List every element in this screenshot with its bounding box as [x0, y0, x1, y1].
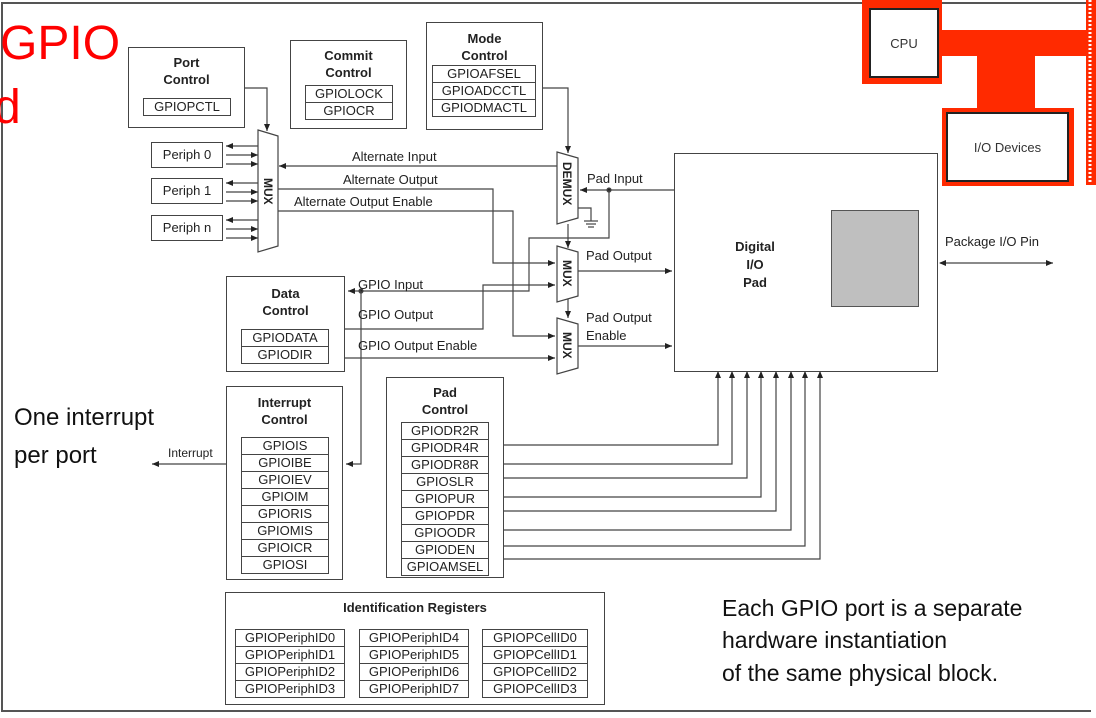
port-control-registers: GPIOPCTL [143, 98, 231, 116]
commit-control-title: Commit Control [324, 48, 373, 80]
pad-output-enable-label-2: Enable [586, 328, 627, 343]
pad-control-registers: GPIODR2R GPIODR4R GPIODR8R GPIOSLR GPIOP… [401, 422, 489, 576]
register: GPIOPeriphID6 [360, 664, 468, 681]
note-interrupt-line-2: per port [14, 442, 97, 469]
pad-title-line: Digital [735, 239, 775, 254]
register: GPIODIR [257, 347, 313, 362]
data-control-title: Data Control [262, 286, 309, 318]
io-devices-block: I/O Devices [946, 112, 1069, 182]
register: GPIODR8R [402, 457, 488, 474]
cpu-block: CPU [869, 8, 939, 78]
id-register-column-2: GPIOPeriphID4 GPIOPeriphID5 GPIOPeriphID… [359, 629, 469, 698]
register: GPIOPeriphID1 [236, 647, 344, 664]
register: GPIOPCellID1 [483, 647, 587, 664]
alternate-output-label: Alternate Output [343, 172, 438, 187]
demux-label: DEMUX [560, 162, 574, 205]
register: GPIOPeriphID2 [236, 664, 344, 681]
register: GPIOAFSEL [433, 66, 535, 83]
note-interrupt-line-1: One interrupt [14, 404, 155, 431]
register: GPIOSI [262, 557, 308, 572]
register: GPIOPeriphID0 [236, 630, 344, 647]
register: GPIOPeriphID4 [360, 630, 468, 647]
mode-control-block: Mode Control GPIOAFSEL GPIOADCCTL GPIODM… [426, 22, 543, 130]
register: GPIOIS [242, 438, 328, 455]
pad-output-mux-label: MUX [560, 260, 574, 287]
pad-input-label: Pad Input [587, 171, 643, 186]
id-register-column-3: GPIOPCellID0 GPIOPCellID1 GPIOPCellID2 G… [482, 629, 588, 698]
commit-control-registers: GPIOLOCK GPIOCR [305, 85, 393, 120]
slide-title-line-2: d [0, 81, 21, 134]
register: GPIORIS [242, 506, 328, 523]
pad-output-enable-label-1: Pad Output [586, 310, 652, 325]
interrupt-control-block: Interrupt Control GPIOIS GPIOIBE GPIOIEV… [226, 386, 343, 580]
register: GPIOPDR [402, 508, 488, 525]
pad-oe-mux-label: MUX [560, 332, 574, 359]
note-instantiation-line-2: hardware instantiation [722, 627, 948, 653]
gpio-output-enable-label: GPIO Output Enable [358, 338, 478, 353]
register: GPIOPCTL [154, 99, 220, 114]
register: GPIOODR [402, 525, 488, 542]
mode-control-title: Mode Control [461, 31, 508, 63]
digital-io-pad-block: Digital I/O Pad [674, 153, 938, 372]
alternate-input-label: Alternate Input [352, 149, 437, 164]
register: GPIOPeriphID3 [244, 681, 336, 696]
register: GPIODEN [402, 542, 488, 559]
gpio-output-label: GPIO Output [358, 307, 434, 322]
pad-title-line: Pad [743, 275, 767, 290]
register: GPIOADCCTL [433, 83, 535, 100]
slide-title-line-1: GPIO [0, 17, 121, 70]
register: GPIOPCellID2 [483, 664, 587, 681]
mode-control-registers: GPIOAFSEL GPIOADCCTL GPIODMACTL [432, 65, 536, 117]
interrupt-control-registers: GPIOIS GPIOIBE GPIOIEV GPIOIM GPIORIS GP… [241, 437, 329, 574]
register: GPIOSLR [402, 474, 488, 491]
alternate-output-enable-label: Alternate Output Enable [294, 194, 433, 209]
register: GPIOPUR [402, 491, 488, 508]
register: GPIOLOCK [306, 86, 392, 103]
pad-control-block: Pad Control GPIODR2R GPIODR4R GPIODR8R G… [386, 377, 504, 578]
note-instantiation-line-3: of the same physical block. [722, 660, 999, 686]
system-bus-vertical [977, 50, 1035, 112]
data-control-block: Data Control GPIODATA GPIODIR [226, 276, 345, 372]
id-register-column-1: GPIOPeriphID0 GPIOPeriphID1 GPIOPeriphID… [235, 629, 345, 698]
register: GPIOAMSEL [406, 559, 484, 574]
pad-title-line: I/O [746, 257, 764, 272]
register: GPIOPCellID0 [483, 630, 587, 647]
note-instantiation-line-1: Each GPIO port is a separate [722, 595, 1023, 621]
pad-output-label: Pad Output [586, 248, 652, 263]
port-control-title: Port Control [163, 55, 210, 87]
register: GPIOMIS [242, 523, 328, 540]
data-control-registers: GPIODATA GPIODIR [241, 329, 329, 364]
pad-cell-graphic [831, 210, 919, 307]
register: GPIOCR [323, 103, 375, 118]
commit-control-block: Commit Control GPIOLOCK GPIOCR [290, 40, 407, 129]
register: GPIOIM [242, 489, 328, 506]
digital-io-pad-title: Digital I/O Pad [675, 238, 835, 292]
pad-control-title: Pad Control [421, 385, 469, 417]
gpio-input-label: GPIO Input [358, 277, 424, 292]
register: GPIODATA [242, 330, 328, 347]
periph-0-block: Periph 0 [151, 142, 223, 168]
periph-n-block: Periph n [151, 215, 223, 241]
interrupt-control-title: Interrupt Control [257, 395, 312, 427]
register: GPIODR4R [402, 440, 488, 457]
register: GPIOIBE [242, 455, 328, 472]
register: GPIOPeriphID7 [368, 681, 460, 696]
identification-registers-block: Identification Registers GPIOPeriphID0 G… [225, 592, 605, 705]
register: GPIOPCellID3 [493, 681, 577, 696]
port-control-block: Port Control GPIOPCTL [128, 47, 245, 128]
identification-registers-title: Identification Registers [343, 600, 487, 615]
register: GPIOIEV [242, 472, 328, 489]
register: GPIOICR [242, 540, 328, 557]
periph-1-block: Periph 1 [151, 178, 223, 204]
register: GPIODMACTL [441, 100, 527, 115]
package-io-pin-label: Package I/O Pin [945, 234, 1039, 249]
interrupt-signal-label: Interrupt [168, 446, 213, 460]
main-mux-label: MUX [261, 178, 275, 205]
register: GPIODR2R [402, 423, 488, 440]
register: GPIOPeriphID5 [360, 647, 468, 664]
